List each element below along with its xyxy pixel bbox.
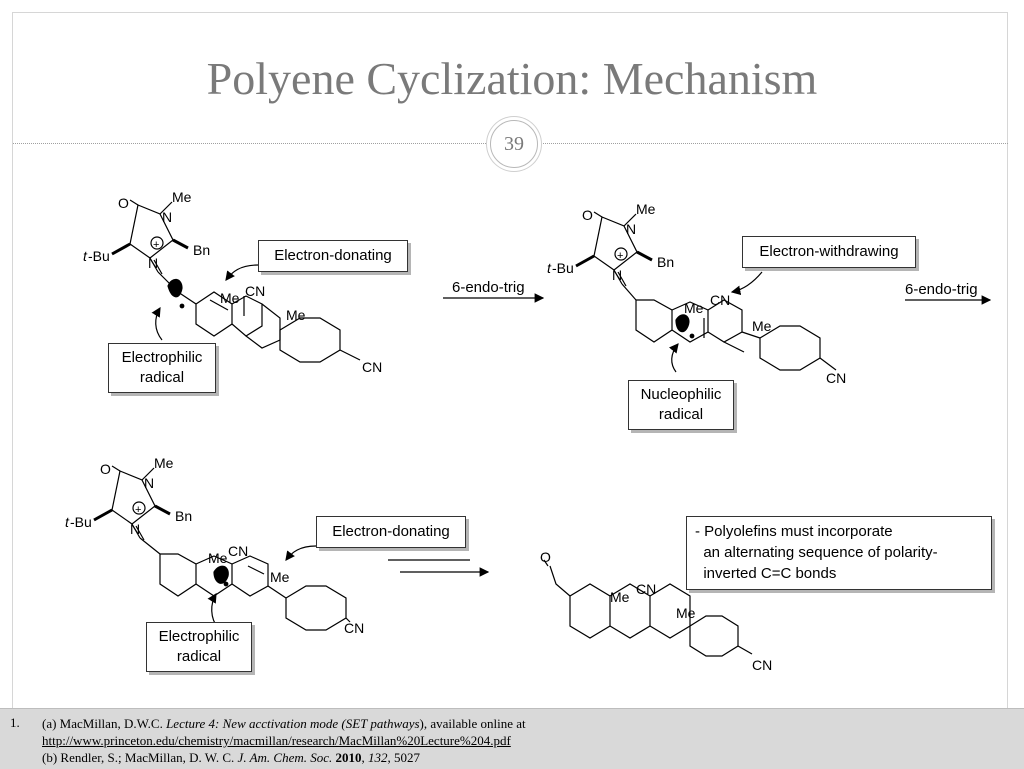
label-line: radical: [176, 648, 222, 665]
svg-text:Me: Me: [172, 189, 192, 205]
reference-number: 1.: [10, 715, 20, 730]
svg-text:Me: Me: [270, 569, 290, 585]
svg-text:N: N: [148, 255, 158, 271]
svg-text:O: O: [118, 195, 129, 211]
svg-text:CN: CN: [752, 657, 772, 673]
svg-text:t: t: [547, 260, 552, 276]
electron-donating-label-1: Electron-donating: [258, 240, 408, 272]
svg-text:Me: Me: [220, 290, 240, 306]
structure-3-labels: O N Me + Bn t -Bu N Me CN Me CN: [65, 455, 364, 636]
svg-text:Me: Me: [154, 455, 174, 471]
reference-line-b: (b) Rendler, S.; MacMillan, D. W. C. J. …: [42, 750, 421, 765]
arrow-1-label: 6-endo-trig: [452, 279, 525, 296]
structure-2: [575, 211, 837, 373]
svg-text:Me: Me: [676, 605, 696, 621]
svg-text:Me: Me: [610, 589, 630, 605]
label-line: Electrophilic: [121, 349, 203, 366]
label-line: radical: [139, 369, 185, 386]
note-line: inverted C=C bonds: [695, 565, 837, 582]
svg-text:+: +: [135, 504, 141, 516]
label-line: Nucleophilic: [640, 386, 722, 403]
svg-text:O: O: [100, 461, 111, 477]
svg-text:Bn: Bn: [657, 254, 674, 270]
structure-2-labels: O N Me + Bn t -Bu N Me CN Me CN: [547, 201, 846, 386]
ref-a-suffix: ), available online at: [419, 716, 526, 731]
mechanism-scheme: O N Me + Bn t -Bu N Me CN Me CN 6-endo-t…: [65, 189, 992, 673]
electrophilic-radical-label-1: Electrophilic radical: [108, 343, 216, 393]
structure-3: [93, 465, 351, 631]
svg-text:CN: CN: [710, 292, 730, 308]
ref-b-year: 2010: [335, 750, 362, 765]
svg-text:Me: Me: [208, 550, 228, 566]
svg-text:N: N: [162, 209, 172, 225]
ref-b-pages: , 5027: [387, 750, 421, 765]
svg-text:-Bu: -Bu: [552, 260, 574, 276]
svg-text:O: O: [540, 549, 551, 565]
svg-text:Me: Me: [684, 300, 704, 316]
ref-a-authors: (a) MacMillan, D.W.C.: [42, 716, 167, 731]
svg-text:CN: CN: [344, 620, 364, 636]
svg-text:CN: CN: [826, 370, 846, 386]
svg-text:N: N: [144, 475, 154, 491]
svg-text:Bn: Bn: [193, 242, 210, 258]
svg-text:-Bu: -Bu: [88, 248, 110, 264]
svg-text:+: +: [617, 250, 623, 262]
reference-link[interactable]: http://www.princeton.edu/chemistry/macmi…: [42, 733, 511, 748]
svg-text:-Bu: -Bu: [70, 514, 92, 530]
nucleophilic-radical-label: Nucleophilic radical: [628, 380, 734, 430]
svg-text:CN: CN: [245, 283, 265, 299]
svg-text:Me: Me: [636, 201, 656, 217]
ref-b-authors: (b) Rendler, S.; MacMillan, D. W. C.: [42, 750, 238, 765]
structure-1-labels: O N Me + Bn t -Bu N Me CN Me CN: [83, 189, 382, 375]
svg-text:Bn: Bn: [175, 508, 192, 524]
electron-donating-label-2: Electron-donating: [316, 516, 466, 548]
svg-text:CN: CN: [362, 359, 382, 375]
svg-text:t: t: [65, 514, 70, 530]
structure-1: [111, 199, 361, 363]
reference-line-a: (a) MacMillan, D.W.C. Lecture 4: New acc…: [42, 715, 526, 732]
reference-text: (a) MacMillan, D.W.C. Lecture 4: New acc…: [42, 715, 526, 766]
svg-text:+: +: [153, 239, 159, 251]
polarity-note-box: - Polyolefins must incorporate an altern…: [686, 516, 992, 590]
note-line: an alternating sequence of polarity-: [695, 544, 938, 561]
electrophilic-radical-label-2: Electrophilic radical: [146, 622, 252, 672]
ref-b-journal: J. Am. Chem. Soc.: [237, 750, 333, 765]
electron-withdrawing-label: Electron-withdrawing: [742, 236, 916, 268]
svg-text:Me: Me: [752, 318, 772, 334]
page-number-badge: 39: [490, 120, 538, 168]
svg-text:Me: Me: [286, 307, 306, 323]
svg-text:O: O: [582, 207, 593, 223]
svg-text:N: N: [612, 267, 622, 283]
svg-text:N: N: [626, 221, 636, 237]
structure-4-labels: O Me CN Me CN: [540, 549, 772, 673]
ref-a-title: Lecture 4: New acctivation mode (SET pat…: [166, 716, 420, 731]
slide-title: Polyene Cyclization: Mechanism: [206, 53, 818, 104]
ref-b-volume: 132: [368, 750, 388, 765]
svg-text:CN: CN: [636, 581, 656, 597]
structure-4-product: [543, 559, 753, 657]
reference-footer: 1. (a) MacMillan, D.W.C. Lecture 4: New …: [0, 708, 1024, 769]
label-line: Electrophilic: [158, 628, 240, 645]
arrow-2-label: 6-endo-trig: [905, 281, 978, 298]
label-line: radical: [658, 406, 704, 423]
svg-text:t: t: [83, 248, 88, 264]
svg-text:CN: CN: [228, 543, 248, 559]
svg-text:N: N: [130, 521, 140, 537]
note-line: - Polyolefins must incorporate: [695, 523, 893, 540]
